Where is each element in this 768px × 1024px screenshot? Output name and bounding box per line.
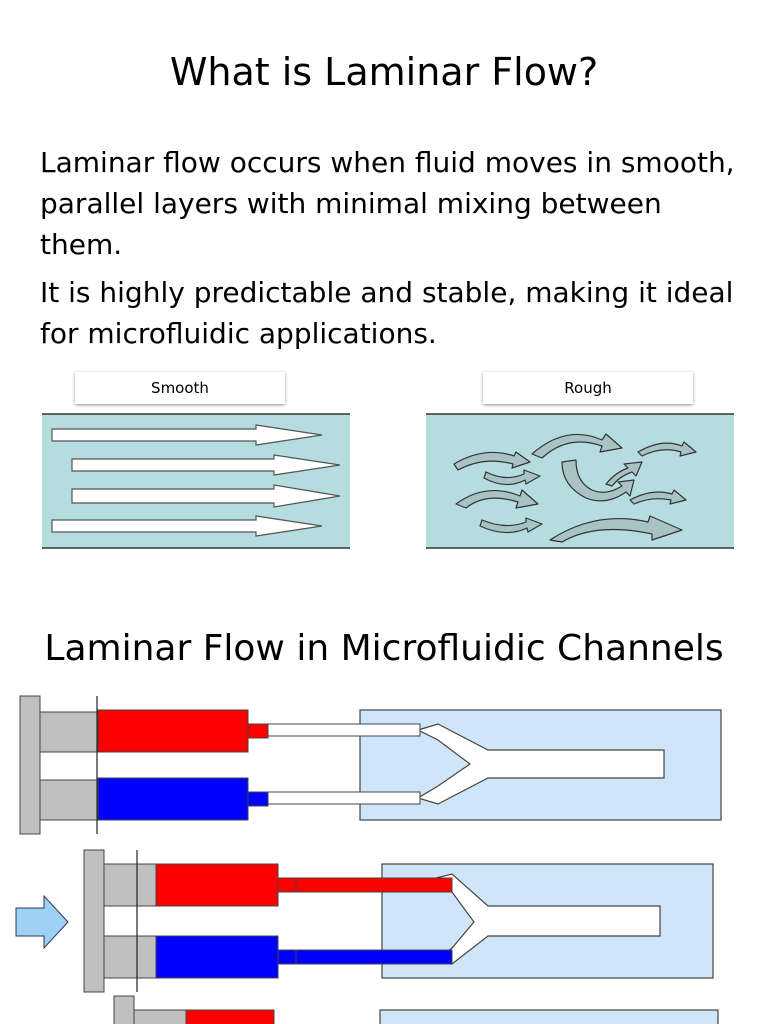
- syringe-blue: [97, 777, 249, 821]
- eddy-arrow: [483, 469, 541, 486]
- tube-red: [295, 877, 453, 893]
- syringe-red: [97, 709, 249, 753]
- flow-arrow: [51, 515, 323, 537]
- eddy-arrow: [629, 489, 687, 505]
- rough-flow-diagram: [426, 413, 734, 549]
- eddy-arrow: [561, 459, 635, 502]
- flow-arrow: [51, 424, 323, 446]
- slide-title: What is Laminar Flow?: [169, 50, 599, 94]
- eddy-arrow: [531, 433, 623, 459]
- syringe-setup-top: [19, 695, 722, 835]
- rough-label: Rough: [483, 372, 693, 404]
- microfluidic-chip: [379, 1009, 719, 1024]
- syringe-setup-pushed: [15, 849, 714, 993]
- eddy-arrow: [605, 461, 643, 487]
- push-arrow-icon: [15, 894, 69, 950]
- eddy-arrow: [455, 489, 539, 509]
- tube-blue: [295, 949, 453, 965]
- smooth-flow-diagram: [42, 413, 350, 549]
- microfluidic-diagram: [15, 695, 722, 1024]
- eddy-arrow: [479, 517, 543, 534]
- eddy-arrow: [549, 515, 683, 543]
- syringe-red: [185, 1009, 275, 1024]
- flow-arrow: [71, 484, 341, 508]
- y-channel: [416, 723, 665, 805]
- syringe-red: [155, 863, 279, 907]
- eddy-arrow: [453, 451, 531, 471]
- eddy-arrow: [637, 441, 697, 457]
- paragraph-definition: Laminar flow occurs when fluid moves in …: [40, 146, 735, 261]
- syringe-blue: [155, 935, 279, 979]
- section-title: Laminar Flow in Microfluidic Channels: [44, 628, 724, 669]
- paragraph-applications: It is highly predictable and stable, mak…: [40, 276, 734, 350]
- y-channel: [434, 873, 661, 965]
- smooth-label: Smooth: [75, 372, 285, 404]
- syringe-setup-bottom: [113, 995, 719, 1024]
- flow-arrow: [71, 454, 341, 476]
